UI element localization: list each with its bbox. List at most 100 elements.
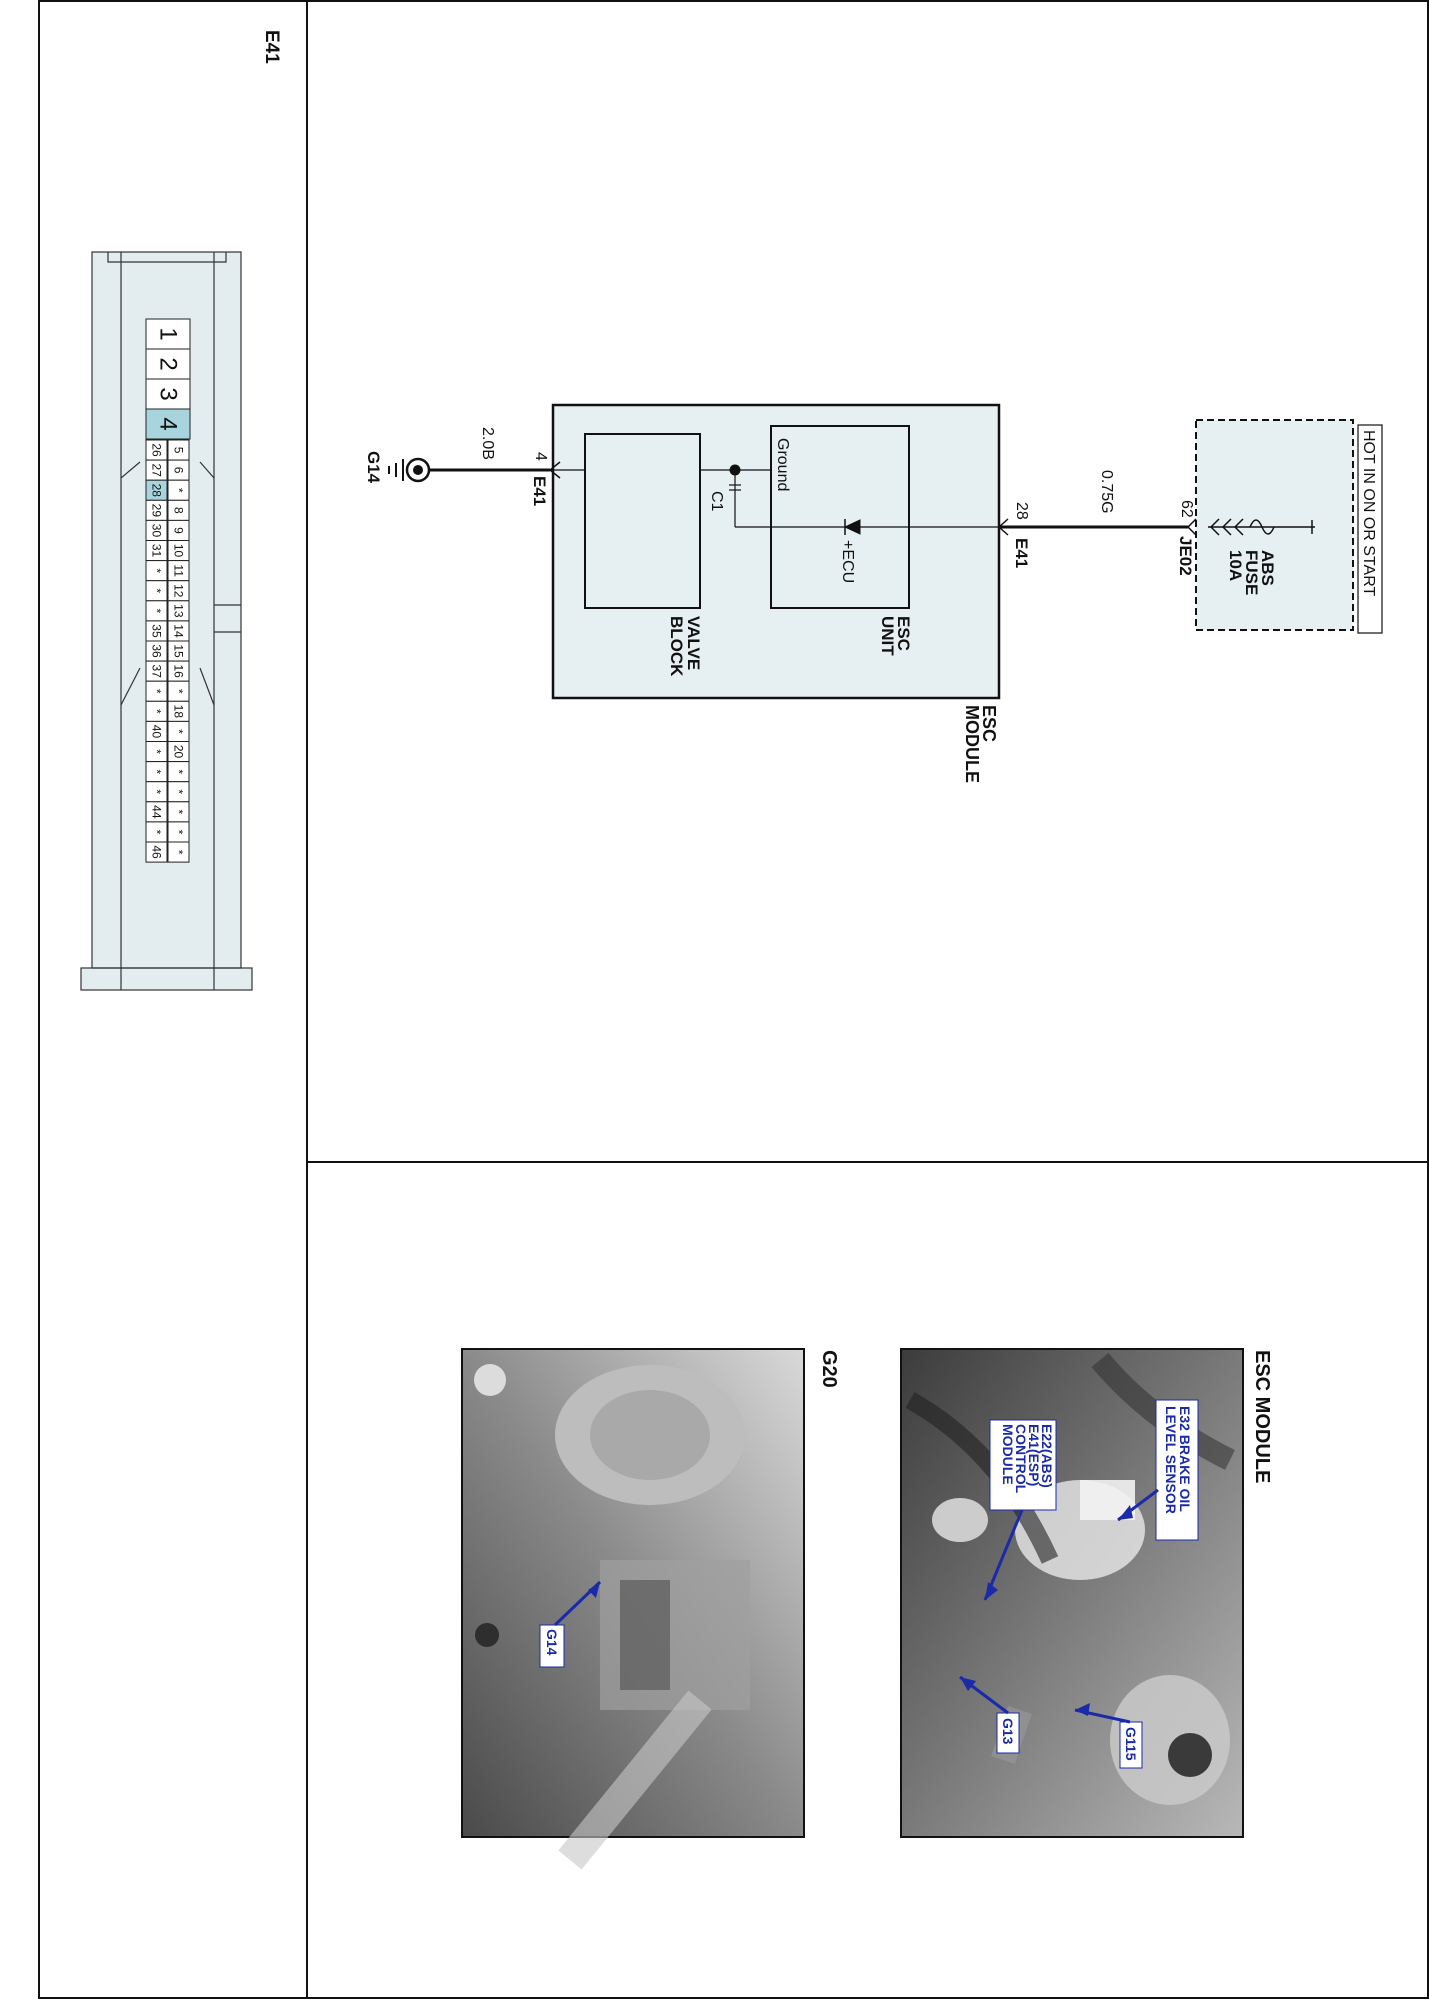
connector-pin-a-7: 12: [172, 584, 186, 598]
connector-pin-a-5: 10: [172, 544, 186, 558]
hot-label: HOT IN ON OR START: [1360, 430, 1377, 596]
esc-connector-bottom: E41: [530, 476, 549, 506]
connector-pin-b-3: 29: [150, 504, 164, 518]
connector-pin-a-9: 14: [172, 624, 186, 638]
ground-label: Ground: [774, 438, 791, 491]
connector-pin-a-16: *: [172, 769, 186, 774]
callout-control-4: MODULE: [1000, 1424, 1016, 1485]
callout-g14: G14: [544, 1629, 560, 1656]
connector-pin-a-3: 8: [172, 507, 186, 514]
connector-pin-b-16: *: [150, 769, 164, 774]
connector-pin-b-20-cell: [145, 841, 168, 863]
connector-pin-a-19: *: [172, 830, 186, 835]
callout-brake-oil-1: E32 BRAKE OIL: [1177, 1406, 1193, 1512]
schematic-panel: HOT IN ON OR START ABS FUSE 10A 62 JE02 …: [364, 403, 1383, 783]
ecu-label: +ECU: [839, 540, 856, 583]
connector-pin-a-11: 16: [172, 664, 186, 678]
connector-pin-a-20: *: [172, 850, 186, 855]
connector-pin-b-20: 46: [150, 845, 164, 859]
esc-unit-label-2: UNIT: [878, 616, 897, 656]
page-frame: [38, 0, 1429, 1999]
connector-pin-b-1: 27: [150, 463, 164, 477]
hot-label-box: [1357, 424, 1383, 634]
connector-pin-a-0: 5: [172, 447, 186, 454]
esc-module-label-1: ESC: [979, 705, 999, 742]
callout-g13: G13: [1000, 1718, 1016, 1745]
callout-control-1: E22(ABS): [1039, 1424, 1055, 1488]
valve-block-label-1: VALVE: [684, 616, 703, 670]
jb-pin: 62: [1178, 500, 1195, 518]
connector-pin-b-19: *: [150, 830, 164, 835]
connector-pin-a-10: 15: [172, 644, 186, 658]
connector-pin-b-9: 35: [150, 624, 164, 638]
ground-wire-label: 2.0B: [479, 427, 496, 460]
connector-pin-1: 1: [155, 327, 182, 340]
connector-pin-a-12: *: [172, 689, 186, 694]
g20-photo: [461, 1348, 805, 1870]
junction-box: [1195, 419, 1354, 631]
connector-pin-b-8: *: [150, 609, 164, 614]
ecu-diode: [843, 519, 861, 535]
connector-pin-a-18: *: [172, 810, 186, 815]
connector-pin-2: 2: [155, 357, 182, 370]
g20-photo-title: G20: [818, 1350, 840, 1388]
connector-pin-4-cell: [145, 408, 191, 440]
connector-pin-b-15: *: [150, 749, 164, 754]
connector-pin-b-13: *: [150, 709, 164, 714]
esc-unit: [770, 425, 910, 609]
callout-brake-oil-2: LEVEL SENSOR: [1163, 1406, 1179, 1514]
connector-pin-a-14: *: [172, 729, 186, 734]
connector-pin-2-cell: [145, 348, 191, 380]
esc-module-label-2: MODULE: [962, 705, 982, 783]
connector-title: E41: [261, 30, 282, 64]
connector-pin-a-1: 6: [172, 467, 186, 474]
connector-pin-a-20-cell: [167, 841, 190, 863]
ground-point-label: G14: [364, 451, 383, 484]
valve-block-label-2: BLOCK: [667, 616, 686, 677]
ground-junction: [729, 464, 741, 476]
connector-pin-b-6: *: [150, 568, 164, 573]
connector-pin-b-5: 31: [150, 544, 164, 558]
connector-pin-b-12: *: [150, 689, 164, 694]
fuse-word: FUSE: [1242, 550, 1261, 595]
esc-power-pin: 28: [1013, 502, 1030, 520]
connector-pin-a-13: 18: [172, 705, 186, 719]
esc-unit-label-1: ESC: [894, 616, 913, 651]
connector-pin-a-6: 11: [172, 564, 186, 577]
connector-pin-b-18: 44: [150, 805, 164, 819]
connector-panel: E41 123456*8910111213141516*18*20*****26…: [80, 30, 282, 991]
connector-pin-b-10: 36: [150, 644, 164, 658]
connector-pin-4: 4: [155, 417, 182, 430]
fuse-name: ABS: [1258, 550, 1277, 586]
connector-pin-b-4: 30: [150, 524, 164, 538]
connector-pin-a-2: *: [172, 488, 186, 493]
g20-photo-callouts: G14: [539, 1580, 602, 1668]
connector-pin-a-15: 20: [172, 745, 186, 759]
esc-ground-pin: 4: [532, 452, 549, 461]
jb-connector: JE02: [1176, 536, 1195, 576]
callout-control-2: E41(ESP): [1026, 1424, 1042, 1486]
connector-pin-3: 3: [155, 387, 182, 400]
connector-pin-b-17: *: [150, 789, 164, 794]
photo-panel: ESC MODULE E32 BRAKE OIL LEVEL SENSOR E2…: [461, 1348, 1273, 1870]
fuse-rating: 10A: [1226, 550, 1245, 581]
connector-pin-a-8: 13: [172, 604, 186, 618]
valve-block: [584, 433, 701, 609]
esc-photo-title: ESC MODULE: [1251, 1350, 1273, 1483]
esc-photo-callouts: E32 BRAKE OIL LEVEL SENSOR E22(ABS) E41(…: [959, 1399, 1199, 1769]
connector-pin-b-7: *: [150, 588, 164, 593]
power-wire-label: 0.75G: [1098, 470, 1115, 514]
connector-pin-a-4: 9: [172, 527, 186, 534]
callout-control-3: CONTROL: [1013, 1424, 1029, 1494]
esc-connector-top: E41: [1012, 538, 1031, 568]
fuse-symbol: [1186, 518, 1315, 536]
connector-pin-a-17: *: [172, 789, 186, 794]
connector-pin-b-11: 37: [150, 664, 164, 678]
connector-pin-b-0: 26: [150, 443, 164, 457]
ground-symbol-icon: [388, 459, 404, 481]
connector-pin-b-2: 28: [150, 484, 164, 498]
capacitor-label: C1: [708, 491, 725, 512]
connector-pin-b-14: 40: [150, 725, 164, 739]
